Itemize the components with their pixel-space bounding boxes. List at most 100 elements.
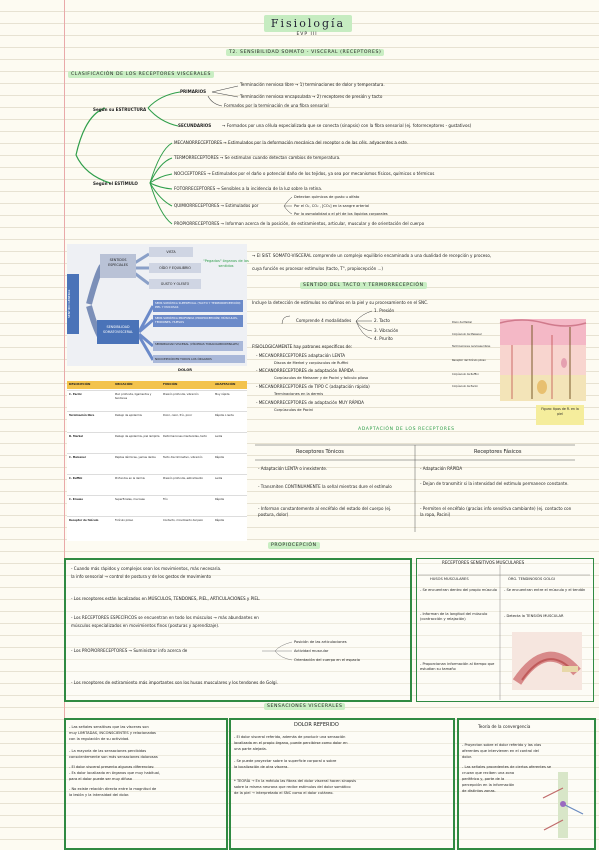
page-margin-line — [64, 0, 65, 848]
page-subtitle: EVP III — [296, 32, 318, 37]
receptor-table-cell: Presión profunda, vibración — [163, 393, 199, 396]
proprio-item-1: - Cuando más rápidos y complejos sean lo… — [71, 566, 222, 571]
system-line-1: → El SIST. SOMATO-VISCERAL comprende un … — [252, 253, 492, 258]
tonic-item-1: - Adaptación LENTA o inexistente. — [258, 466, 328, 471]
receptor-table-row-divider — [67, 411, 247, 412]
gusto-box: GUSTO Y OLFATO — [149, 279, 201, 289]
visceral-box-2-line: - El dolor visceral referido, además de … — [234, 735, 346, 739]
convergencia-title: Teoría de la convergencia — [478, 724, 531, 729]
proprio-item-5: músculos especializados en movimientos f… — [71, 623, 220, 628]
mec-rapida-detail: Corpúsculos de Meissner y de Pacini y fo… — [274, 376, 369, 380]
receptor-table-row-divider — [67, 474, 247, 475]
phasic-item-3: - Permiten el encéfalo (gracias info sen… — [420, 506, 572, 517]
receptor-table-cell: Papilas dérmicas, yemas dedos — [115, 456, 156, 459]
receptor-table-cell: C. Ruffini — [69, 477, 83, 480]
visceral-box-1-line: - No existe relación directa entre la ma… — [69, 787, 157, 791]
somatica-profunda-box: SENS SOMÁTICA PROFUNDA (PROPIOCEPCIÓN) M… — [153, 315, 243, 327]
mec-rapida: - MECANORRECEPTORES de adaptación RÁPIDA — [256, 368, 354, 373]
golgi-item-2: - Detecta la TENSIÓN MUSCULAR — [504, 614, 564, 618]
visceral-box-2-line: la localización de otra víscera. — [234, 765, 289, 769]
visceral-box-3 — [457, 718, 596, 850]
muscle-col-husos: HUSOS MUSCULARES — [430, 577, 469, 581]
stimulus-mecano: MECANORRECEPTORES → Estimulados por la d… — [174, 140, 409, 145]
primarios-item-1: Terminación nerviosa libre → 1) terminac… — [240, 82, 385, 87]
proprio-item-2: la info sensorial → control de postura y… — [71, 574, 211, 579]
receptor-table-cell: C. Krause — [69, 498, 83, 501]
receptor-table-header-3: ADAPTACIÓN — [215, 382, 236, 386]
stimulus-termo: TERMORRECEPTORES → Se estimulan cuando d… — [174, 155, 341, 160]
proprio-item-3: - Los receptores están localizados en MÚ… — [71, 596, 261, 601]
proprio-item-4: - Los RECEPTORES ESPECÍFICOS se encuentr… — [71, 615, 259, 620]
quimio-detail-3: Por la osmolalidad o el pH de los líquid… — [294, 212, 388, 216]
somatica-superficial-box: SENS SOMÁTICA SUPERFICIAL (TACTO Y TERMO… — [153, 300, 243, 312]
receptor-table-cell: Superficiales, mucosas — [115, 498, 145, 501]
receptor-table-row-divider — [67, 390, 247, 391]
visceral-box-3-line: cruzan que reciben una zona — [462, 771, 515, 775]
receptor-table-cell: Rápida — [215, 498, 224, 501]
phasic-item-1: - Adaptación RÁPIDA — [420, 466, 463, 471]
receptor-table-header — [67, 381, 247, 389]
visceral-box-3-content: - Proyectan sobre el dolor referido y la… — [462, 742, 551, 794]
receptor-table-cell: D. Merkel — [69, 435, 83, 438]
sentido-general-box: SENTIDO GENERAL — [67, 274, 79, 334]
phasic-item-2: - Dejan de transmitir si la intensidad d… — [420, 481, 569, 486]
skin-label-merkel: Disco de Merkel — [452, 321, 472, 324]
modalidad-4: 4. Prurito — [374, 336, 393, 341]
fisio-label: FISIOLOGICAMENTE hay patrones específico… — [252, 344, 353, 349]
receptor-table-cell: Lenta — [215, 435, 223, 438]
receptor-table-cell: C. Pacini — [69, 393, 82, 396]
muscle-title: RECEPTORES SENSITIVOS MUSCULARES — [442, 560, 525, 565]
receptor-table-row-divider — [67, 495, 247, 496]
sentidos-especiales-box: SENTIDOS ESPECIALES — [100, 254, 136, 278]
dolor-label: DOLOR — [178, 368, 193, 372]
tacto-line-1: Incluye la detección de estímulos no dañ… — [252, 300, 429, 305]
receptor-table-cell: Rápida — [215, 456, 224, 459]
muscle-col-golgi: ÓRG. TENDINOSOS GOLGI — [508, 577, 555, 581]
spinal-cord-icon — [542, 772, 584, 838]
receptor-table-cell: Receptor de folículo — [69, 519, 99, 522]
tacto-title-text: SENTIDO DEL TACTO Y TERMORRECEPCIÓN — [300, 282, 427, 289]
tonic-item-2: - Transmiten CONTINUAMENTE la señal mien… — [258, 484, 392, 489]
tacto-title: SENTIDO DEL TACTO Y TERMORRECEPCIÓN — [300, 282, 427, 289]
visceral-title-text: SENSACIONES VISCERALES — [264, 703, 346, 710]
comprende-label: Comprende 4 modalidades — [296, 318, 352, 323]
husos-item-2: - Informan de la longitud del músculo (c… — [420, 612, 488, 621]
tonic-item-3: - Informan constantemente al encéfalo de… — [258, 506, 392, 517]
stimulus-foto: FOTORRECEPTORES → Sensibles a la inciden… — [174, 186, 323, 191]
skin-label-meissner: Corpúsculo de Meissner — [452, 333, 482, 336]
skin-label-libres: Terminaciones nerviosas libres — [452, 345, 491, 348]
visceral-box: SENSIBILIDAD VISCERAL (VÍSCERAS TORACOAB… — [153, 341, 243, 351]
visceral-box-2-line: de la piel → interpretado el SNC como el… — [234, 791, 334, 795]
modalidad-3: 3. Vibración — [374, 328, 399, 333]
stimulus-proprio: PROPIORRECEPTORES → Informan acerca de l… — [174, 221, 425, 226]
receptor-table-cell: Lenta — [215, 477, 223, 480]
proprio-info-3: Orientación del cuerpo en el espacio — [294, 658, 360, 662]
receptor-table-cell: Terminación libre — [69, 414, 95, 417]
proprio-title-text: PROPIOCEPCIÓN — [268, 542, 320, 549]
mec-tipo-c-detail: Terminaciones en la dermis — [274, 392, 324, 396]
mec-muy-rapida: - MECANORRECEPTORES de adaptación MUY RÁ… — [256, 400, 364, 405]
receptor-table-cell: C. Meissner — [69, 456, 86, 459]
visceral-box-1 — [64, 718, 228, 850]
primarios-item-3: Formados por la terminación de una fibra… — [224, 103, 329, 108]
skin-label-ruffini: Corpúsculo de Ruffini — [452, 373, 479, 376]
skin-label-pacini: Corpúsculo de Pacini — [452, 385, 478, 388]
visceral-box-2-line: sobre la misma neurona que recibe estímu… — [234, 785, 351, 789]
visceral-box-3-line: de distintas zonas. — [462, 789, 496, 793]
visceral-box-3-line: percepción en la información — [462, 783, 515, 787]
quimio-detail-2: Por el O₂, CO₂ , [CO₂] en la sangre arte… — [294, 204, 370, 208]
visceral-box-3-line: periférica y, parte de la — [462, 777, 505, 781]
mec-tipo-c: - MECANORRECEPTORES de TIPO C (adaptació… — [256, 384, 370, 389]
husos-item-1: - Se encuentran dentro del propio múscul… — [420, 588, 497, 592]
receptor-table: DESCRIPCIÓN UBICACIÓN FUNCIÓN ADAPTACIÓN… — [67, 381, 247, 541]
unit-title: T2. SENSIBILIDAD SOMATO - VISCERAL (RECE… — [226, 49, 385, 56]
by-structure-label: Según su ESTRUCTURA — [93, 107, 147, 112]
senses-diagram: SENTIDO GENERAL SENTIDOS ESPECIALES VIST… — [67, 244, 247, 366]
primarios-label: PRIMARIOS — [180, 89, 207, 94]
visceral-box-1-line: - El dolor visceral presenta algunas dif… — [69, 765, 155, 769]
proprio-info-2: Actividad muscular — [294, 649, 329, 653]
stimulus-quimio: QUIMIORRECEPTORES → Estimulados por — [174, 203, 259, 208]
vista-box: VISTA — [149, 247, 193, 257]
receptor-table-cell: Rápida o lenta — [215, 414, 234, 417]
